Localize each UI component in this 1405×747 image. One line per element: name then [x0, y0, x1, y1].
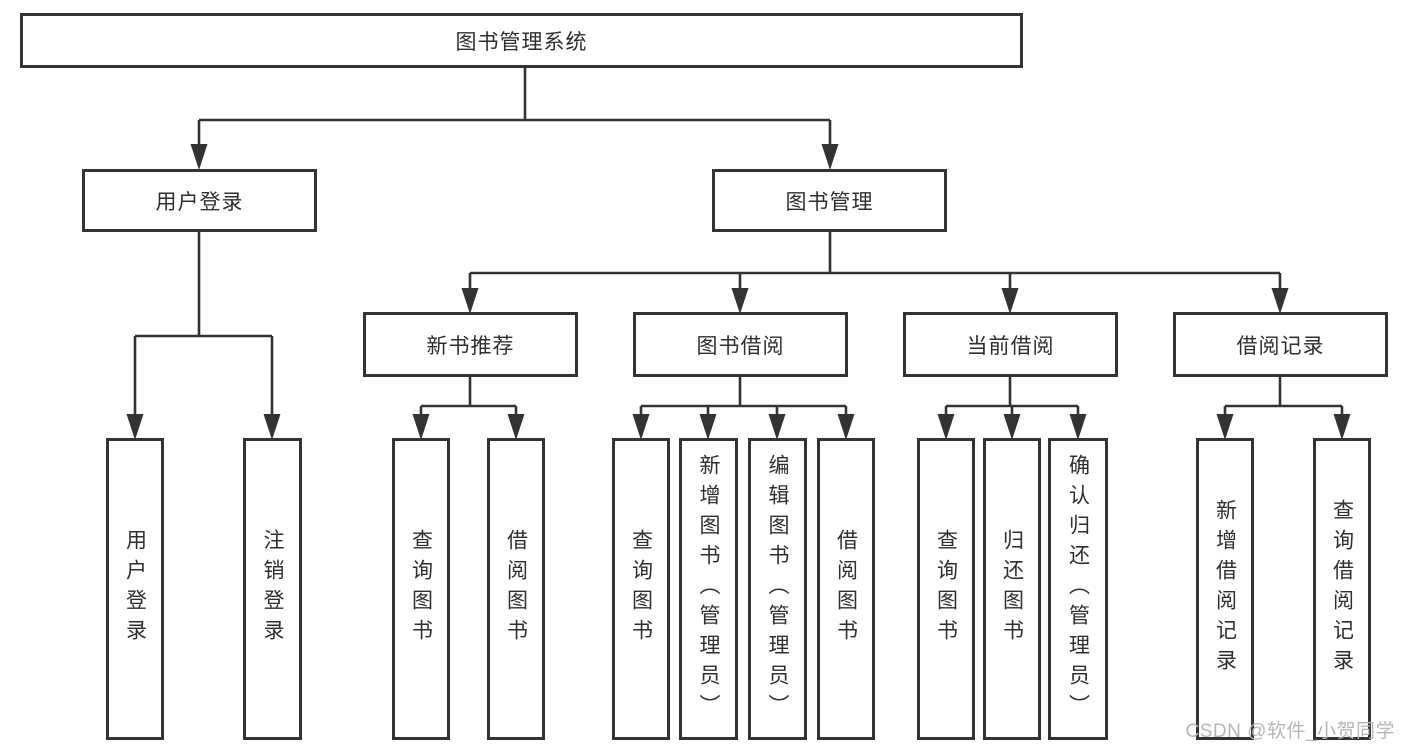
arrowhead-icon	[821, 144, 839, 170]
arrowhead-icon	[768, 414, 786, 440]
leaf-query-books-recommend: 查询图书	[392, 438, 450, 740]
arrowhead-icon	[837, 414, 855, 440]
leaf-confirm-return-admin: 确认归还（管理员）	[1048, 438, 1108, 740]
arrowhead-icon	[1271, 288, 1289, 314]
node-book-borrowing: 图书借阅	[633, 312, 848, 377]
node-borrowing-records: 借阅记录	[1173, 312, 1388, 377]
node-new-book-recommendation: 新书推荐	[363, 312, 578, 377]
leaf-label: 查询借阅记录	[1330, 499, 1354, 679]
leaf-query-borrow-record: 查询借阅记录	[1313, 438, 1371, 740]
leaf-label: 注销登录	[261, 529, 284, 649]
leaf-label: 编辑图书（管理员）	[766, 454, 789, 724]
node-current-borrowing: 当前借阅	[903, 312, 1118, 377]
leaf-label: 归还图书	[1000, 529, 1024, 649]
arrowhead-icon	[1001, 288, 1019, 314]
leaf-add-book-admin: 新增图书（管理员）	[679, 438, 738, 740]
arrowhead-icon	[1069, 414, 1087, 440]
leaf-logout: 注销登录	[243, 438, 302, 740]
node-library-system: 图书管理系统	[20, 13, 1023, 68]
leaf-label: 查询图书	[409, 529, 433, 649]
arrowhead-icon	[190, 144, 208, 170]
arrowhead-icon	[263, 414, 281, 440]
arrowhead-icon	[632, 414, 650, 440]
leaf-label: 确认归还（管理员）	[1066, 454, 1090, 724]
leaf-user-login: 用户登录	[106, 438, 164, 740]
arrowhead-icon	[1003, 414, 1021, 440]
arrowhead-icon	[699, 414, 717, 440]
arrowhead-icon	[731, 288, 749, 314]
leaf-query-books-borrowing: 查询图书	[612, 438, 670, 740]
leaf-add-borrow-record: 新增借阅记录	[1196, 438, 1254, 740]
arrowhead-icon	[461, 288, 479, 314]
leaf-label: 新增借阅记录	[1213, 499, 1237, 679]
leaf-label: 借阅图书	[504, 529, 528, 649]
leaf-return-book: 归还图书	[983, 438, 1041, 740]
leaf-label: 用户登录	[123, 529, 147, 649]
arrowhead-icon	[1333, 414, 1351, 440]
leaf-borrow-books-recommend: 借阅图书	[487, 438, 545, 740]
arrowhead-icon	[412, 414, 430, 440]
arrowhead-icon	[507, 414, 525, 440]
leaf-query-books-current: 查询图书	[917, 438, 975, 740]
leaf-borrow-books-borrowing: 借阅图书	[817, 438, 875, 740]
leaf-label: 新增图书（管理员）	[697, 454, 720, 724]
arrowhead-icon	[1216, 414, 1234, 440]
arrowhead-icon	[126, 414, 144, 440]
node-user-login: 用户登录	[82, 169, 317, 232]
arrowhead-icon	[937, 414, 955, 440]
leaf-label: 查询图书	[934, 529, 958, 649]
leaf-label: 查询图书	[629, 529, 653, 649]
node-book-management: 图书管理	[712, 169, 947, 232]
leaf-edit-book-admin: 编辑图书（管理员）	[748, 438, 807, 740]
leaf-label: 借阅图书	[834, 529, 858, 649]
